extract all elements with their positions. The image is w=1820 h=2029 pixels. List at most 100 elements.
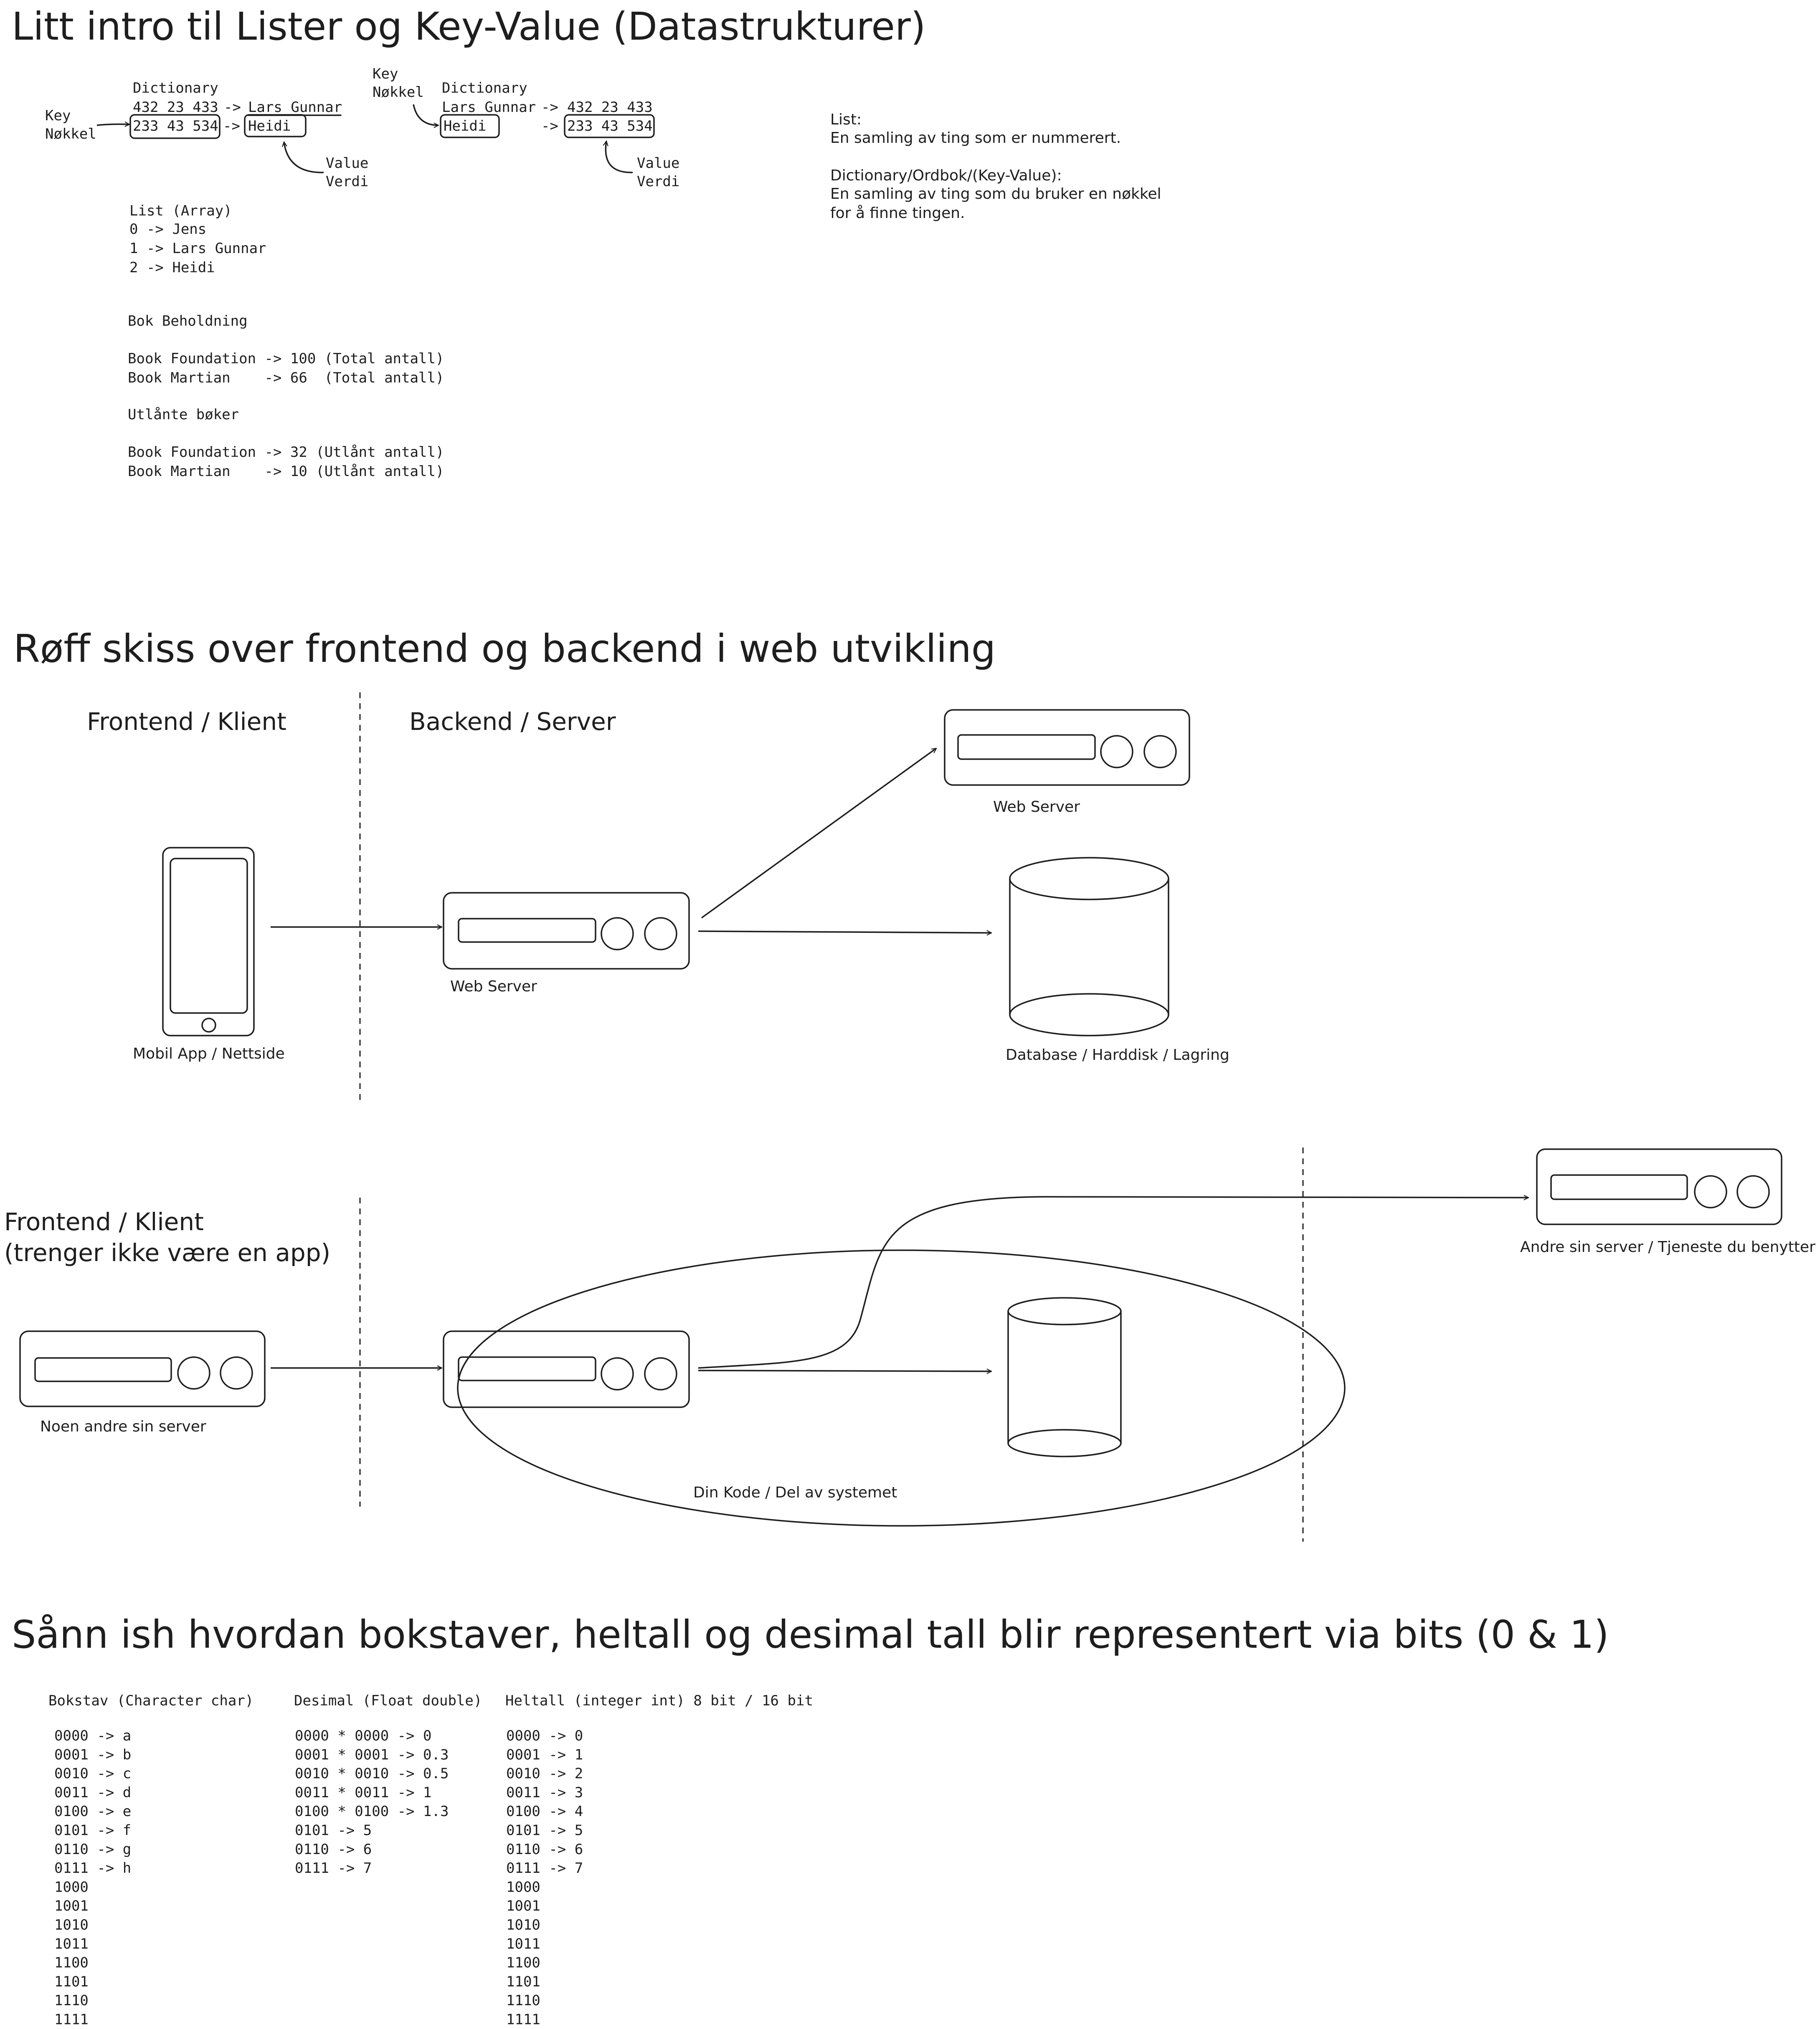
external-server xyxy=(1536,1148,1782,1225)
dict1-key-box xyxy=(129,114,221,139)
dict2-key-arrow xyxy=(413,104,439,125)
dict1-row2-key: 233 43 534 xyxy=(133,118,218,134)
bit-row: 1101 xyxy=(506,1973,540,1990)
bit-row: 0101 -> 5 xyxy=(295,1822,372,1839)
frontend-label: Frontend / Klient xyxy=(87,707,286,736)
book-line: Utlånte bøker xyxy=(128,406,239,423)
dict1-key-arrow xyxy=(96,124,129,125)
phone-home-button-icon xyxy=(201,1018,216,1033)
dict2-value-arrow xyxy=(606,141,633,173)
backend-label: Backend / Server xyxy=(409,707,616,736)
section4-title: Sånn ish hvordan bokstaver, heltall og d… xyxy=(12,1612,1609,1657)
dict1-key-label-no: Nøkkel xyxy=(45,126,96,142)
int-header: Heltall (integer int) 8 bit / 16 bit xyxy=(505,1692,813,1709)
book-line: Book Foundation -> 100 (Total antall) xyxy=(128,350,444,367)
bit-row: 1100 xyxy=(54,1955,89,1971)
bit-row: 1001 xyxy=(54,1898,89,1915)
float-column: 0000 * 0000 -> 0 0001 * 0001 -> 0.3 0010 *… xyxy=(295,1728,449,1877)
bit-row: 1111 xyxy=(54,2011,89,2028)
web-server xyxy=(443,892,690,970)
frontend-label-2: Frontend / Klient xyxy=(4,1208,204,1236)
books-example: Bok Beholdning Book Foundation -> 100 (T… xyxy=(128,313,444,480)
server-to-remote-arrow xyxy=(701,747,936,919)
note-line: En samling av ting som er nummerert. xyxy=(830,129,1121,147)
dict1-key-label: Key xyxy=(45,107,71,124)
dict1-heading: Dictionary xyxy=(133,80,218,96)
bit-row: 0100 * 0100 -> 1.3 xyxy=(295,1803,449,1820)
bit-row: 0010 * 0010 -> 0.5 xyxy=(295,1766,449,1782)
list-line: List (Array) xyxy=(129,203,232,219)
note-line: Dictionary/Ordbok/(Key-Value): xyxy=(830,167,1062,184)
bit-row: 0101 -> 5 xyxy=(506,1822,583,1839)
bit-row: 1110 xyxy=(54,1992,89,2009)
bit-row: 1010 xyxy=(54,1917,89,1933)
other-server-label: Noen andre sin server xyxy=(40,1418,206,1435)
bit-row: 0011 -> d xyxy=(54,1784,131,1801)
float-header: Desimal (Float double) xyxy=(294,1692,482,1709)
dict2-key-label-no: Nøkkel xyxy=(373,84,424,101)
bit-row: 0000 -> a xyxy=(54,1728,131,1744)
your-server xyxy=(443,1330,690,1408)
char-header: Bokstav (Character char) xyxy=(48,1692,253,1709)
bit-row: 0111 -> 7 xyxy=(506,1860,583,1877)
dict1-row2-arrow: -> xyxy=(223,118,240,134)
bit-row: 0110 -> 6 xyxy=(506,1841,583,1858)
bit-row: 1101 xyxy=(54,1973,89,1990)
dict2-row1-value: 432 23 433 xyxy=(567,99,653,116)
bit-row: 0100 -> e xyxy=(54,1803,131,1820)
dict2-key-label: Key xyxy=(373,66,398,82)
server-to-database-arrow xyxy=(698,931,991,933)
note-line: List: xyxy=(830,111,862,128)
bit-row: 0111 -> 7 xyxy=(295,1860,372,1877)
bit-row: 0111 -> h xyxy=(54,1860,131,1877)
dict1-row1-key: 432 23 433 xyxy=(133,99,218,116)
dict1-value-label: Value xyxy=(326,155,368,172)
dict2-key-box xyxy=(440,114,500,138)
note-line: for å finne tingen. xyxy=(830,205,965,222)
other-server xyxy=(19,1330,266,1407)
dict2-row2-value: 233 43 534 xyxy=(567,118,653,134)
remote-server-label: Web Server xyxy=(993,798,1080,816)
bit-row: 1000 xyxy=(506,1879,540,1895)
section1-title: Litt intro til Lister og Key-Value (Data… xyxy=(12,4,926,49)
bit-row: 1011 xyxy=(54,1935,89,1952)
external-server-label: Andre sin server / Tjeneste du benytter xyxy=(1520,1239,1815,1256)
your-code-boundary xyxy=(457,1249,1346,1527)
list-example: List (Array) 0 -> Jens 1 -> Lars Gunnar … xyxy=(129,203,266,276)
web-server-label: Web Server xyxy=(450,978,537,995)
dict1-row1-arrow: -> xyxy=(224,99,241,116)
bit-row: 1001 xyxy=(506,1898,540,1915)
bit-row: 0110 -> 6 xyxy=(295,1841,372,1858)
your-server-to-db-arrow xyxy=(698,1370,991,1371)
bit-row: 0001 * 0001 -> 0.3 xyxy=(295,1746,449,1763)
list-line: 0 -> Jens xyxy=(129,221,206,238)
dict2-heading: Dictionary xyxy=(442,80,527,96)
dict2-value-label: Value xyxy=(637,155,679,172)
dict2-row2-arrow: -> xyxy=(541,118,558,134)
bit-row: 1000 xyxy=(54,1879,89,1895)
bit-row: 0101 -> f xyxy=(54,1822,131,1839)
note-line: En samling av ting som du bruker en nøkk… xyxy=(830,185,1161,203)
bit-row: 1110 xyxy=(506,1992,540,2009)
bit-row: 1111 xyxy=(506,2011,540,2028)
bit-row: 0011 * 0011 -> 1 xyxy=(295,1784,432,1801)
dictionary-1: Dictionary Key Nøkkel 432 23 433 -> Lars… xyxy=(45,80,368,190)
phone-label: Mobil App / Nettside xyxy=(133,1045,285,1062)
list-line: 2 -> Heidi xyxy=(129,259,215,276)
book-line: Book Martian -> 66 (Total antall) xyxy=(128,370,444,386)
section2-title: Røff skiss over frontend og backend i we… xyxy=(13,626,996,671)
book-line: Book Foundation -> 32 (Utlånt antall) xyxy=(128,444,444,461)
dict1-value-box xyxy=(244,114,307,137)
bit-row: 0000 -> 0 xyxy=(506,1728,583,1744)
dict2-row1-key: Lars Gunnar xyxy=(442,99,536,116)
frontend-label-2-note: (trenger ikke være en app) xyxy=(4,1239,330,1267)
bit-row: 0001 -> b xyxy=(54,1746,131,1763)
book-line: Bok Beholdning xyxy=(128,313,248,329)
bit-row: 1100 xyxy=(506,1955,540,1971)
bit-row: 0000 * 0000 -> 0 xyxy=(295,1728,432,1744)
dict1-row2-value: Heidi xyxy=(248,118,291,134)
phone-device xyxy=(162,847,255,1036)
your-code-label: Din Kode / Del av systemet xyxy=(693,1484,897,1501)
